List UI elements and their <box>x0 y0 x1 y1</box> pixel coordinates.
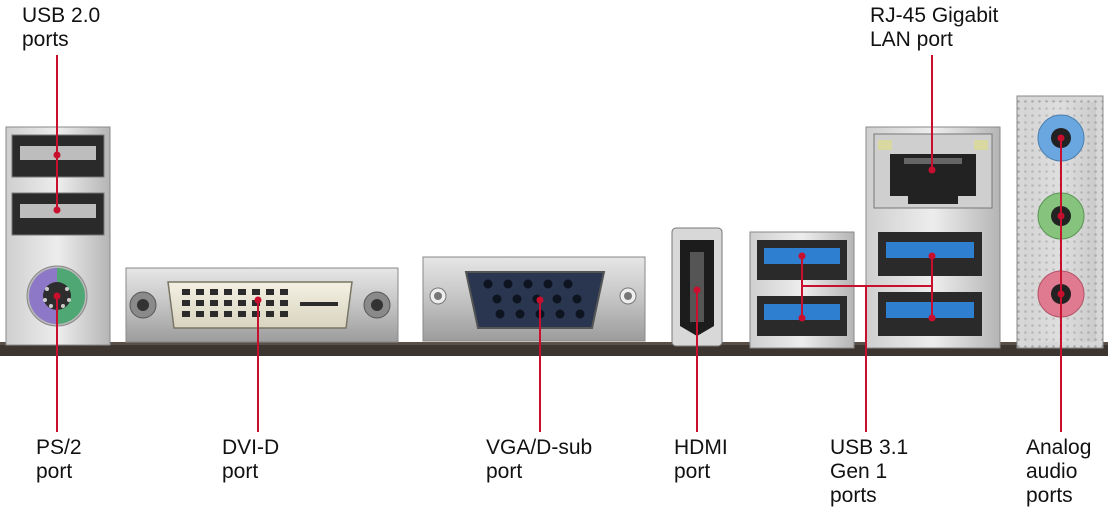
label-usb2: USB 2.0 ports <box>22 4 101 51</box>
label-rj45: RJ-45 Gigabit LAN port <box>870 4 999 51</box>
callout-dots <box>53 134 1065 322</box>
label-ps2: PS/2 port <box>36 436 82 483</box>
callout-lines <box>56 55 1062 432</box>
label-vga: VGA/D-sub port <box>486 436 593 483</box>
label-audio: Analog audio ports <box>1026 436 1092 507</box>
label-hdmi: HDMI port <box>674 436 728 483</box>
dvi-d-connector <box>125 267 399 343</box>
label-dvid: DVI-D port <box>222 436 280 483</box>
label-usb31: USB 3.1 Gen 1 ports <box>830 436 909 507</box>
vga-connector <box>422 256 646 342</box>
